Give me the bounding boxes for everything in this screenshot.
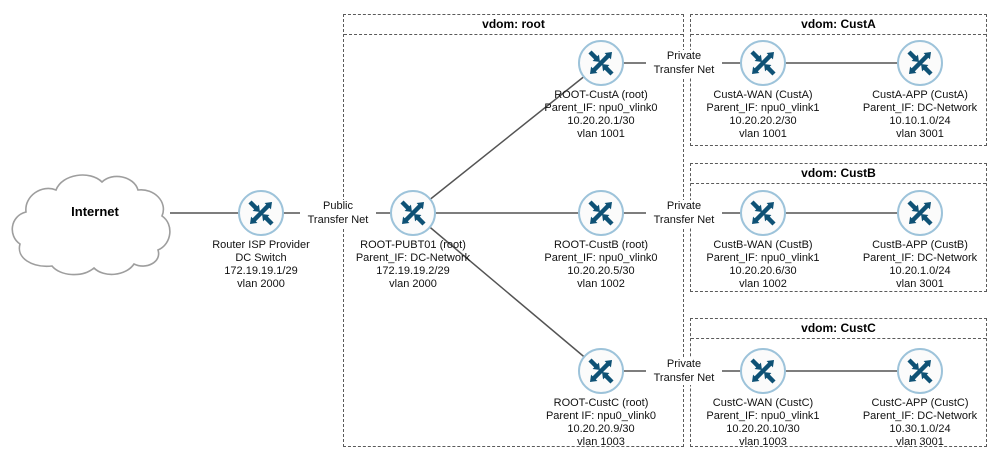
- link-label-line: Transfer Net: [653, 214, 715, 226]
- link-label-private-transfer-net-b: Private Transfer Net: [646, 200, 722, 227]
- node-label: CustA-WAN (CustA)Parent_IF: npu0_vlink1 …: [706, 89, 820, 140]
- link-label-private-transfer-net-c: Private Transfer Net: [646, 358, 722, 385]
- node-label: CustC-WAN (CustC)Parent_IF: npu0_vlink1 …: [706, 397, 820, 448]
- router-icon: [740, 348, 786, 394]
- link-label-private-transfer-net-a: Private Transfer Net: [646, 50, 722, 77]
- link-label-line: Transfer Net: [307, 214, 369, 226]
- vdom-box-custb-title: vdom: CustB: [691, 164, 986, 184]
- vdom-box-custb[interactable]: vdom: CustB: [690, 163, 987, 292]
- internet-cloud-label: Internet: [71, 204, 119, 219]
- node-label: ROOT-CustC (root)Parent IF: npu0_vlink0 …: [545, 397, 657, 448]
- router-icon: [238, 190, 284, 236]
- router-icon: [740, 190, 786, 236]
- router-icon: [740, 40, 786, 86]
- node-label: ROOT-CustA (root)Parent_IF: npu0_vlink0 …: [544, 89, 658, 140]
- vdom-box-custa[interactable]: vdom: CustA: [690, 14, 987, 146]
- node-label: ROOT-CustB (root)Parent_IF: npu0_vlink0 …: [544, 239, 658, 290]
- router-icon: [897, 190, 943, 236]
- node-label: CustB-WAN (CustB)Parent_IF: npu0_vlink1 …: [706, 239, 820, 290]
- router-icon: [578, 40, 624, 86]
- link-label-line: Private: [666, 358, 702, 370]
- router-icon: [390, 190, 436, 236]
- link-label-line: Public: [323, 200, 353, 212]
- vdom-box-root-title: vdom: root: [344, 15, 683, 35]
- node-label: CustA-APP (CustA)Parent_IF: DC-Network 1…: [862, 89, 978, 140]
- vdom-box-root[interactable]: vdom: root: [343, 14, 684, 447]
- internet-cloud: [11, 174, 171, 276]
- router-icon: [578, 190, 624, 236]
- link-label-line: Private: [666, 200, 702, 212]
- link-label-line: Transfer Net: [653, 64, 715, 76]
- link-label-line: Private: [666, 50, 702, 62]
- router-icon: [578, 348, 624, 394]
- vdom-box-custa-title: vdom: CustA: [691, 15, 986, 35]
- router-icon: [897, 40, 943, 86]
- link-label-public-transfer-net: Public Transfer Net: [300, 200, 376, 227]
- node-label: CustB-APP (CustB)Parent_IF: DC-Network 1…: [862, 239, 978, 290]
- router-icon: [897, 348, 943, 394]
- node-label: CustC-APP (CustC)Parent_IF: DC-Network 1…: [862, 397, 978, 448]
- vdom-box-custc-title: vdom: CustC: [691, 319, 986, 339]
- link-label-line: Transfer Net: [653, 372, 715, 384]
- node-label: ROOT-PUBT01 (root)Parent_IF: DC-Network …: [355, 239, 471, 290]
